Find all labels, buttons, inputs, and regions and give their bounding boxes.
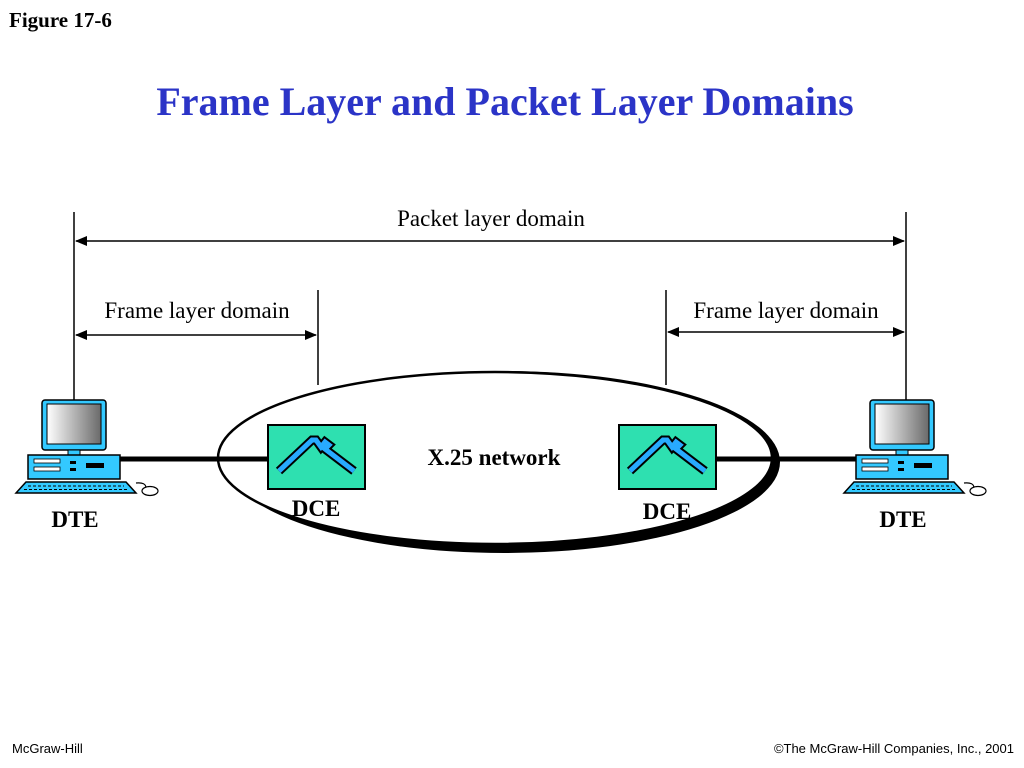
dce-left-switch-icon xyxy=(268,425,365,489)
packet-domain-label: Packet layer domain xyxy=(397,206,585,231)
network-label: X.25 network xyxy=(428,445,561,470)
dce-right-switch-icon xyxy=(619,425,716,489)
dte-left-computer-icon xyxy=(15,399,159,497)
dce-right-label: DCE xyxy=(643,499,692,524)
dte-right-computer-icon xyxy=(843,399,987,497)
frame-domain-label-right: Frame layer domain xyxy=(693,298,879,323)
footer-publisher: McGraw-Hill xyxy=(12,741,83,756)
dce-left-label: DCE xyxy=(292,496,341,521)
footer-copyright: ©The McGraw-Hill Companies, Inc., 2001 xyxy=(773,741,1014,756)
figure-label: Figure 17-6 xyxy=(9,8,112,32)
frame-domain-label-left: Frame layer domain xyxy=(104,298,290,323)
dte-left-label: DTE xyxy=(51,507,98,532)
page-title: Frame Layer and Packet Layer Domains xyxy=(156,79,854,124)
dte-right-label: DTE xyxy=(879,507,926,532)
